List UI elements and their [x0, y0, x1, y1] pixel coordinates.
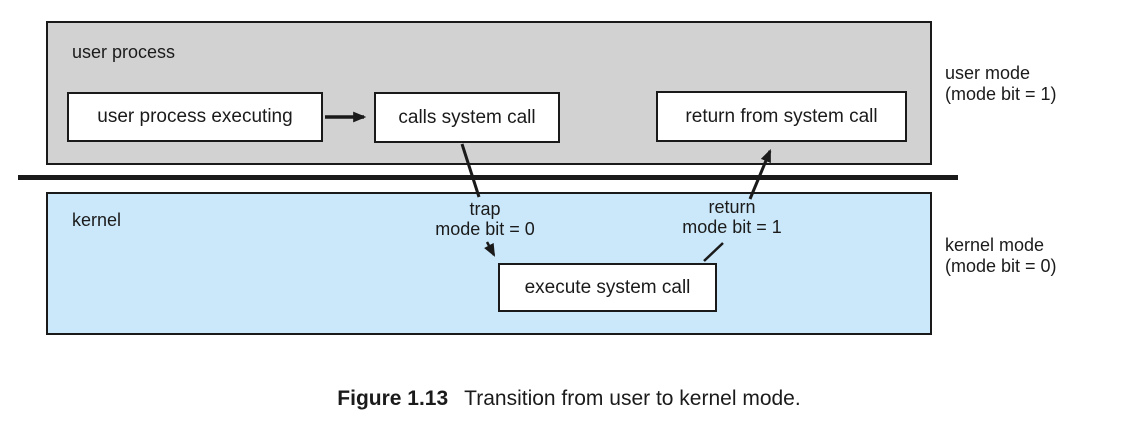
user-mode-label-line2: (mode bit = 1) — [945, 84, 1057, 104]
kernel-mode-label: kernel mode (mode bit = 0) — [945, 235, 1057, 277]
figure-caption-number: Figure 1.13 — [337, 387, 449, 410]
user-mode-label-line1: user mode — [945, 63, 1031, 83]
trap-label-line1: trap — [469, 199, 501, 219]
figure-caption-text: Transition from user to kernel mode. — [464, 387, 801, 410]
kernel-region — [46, 192, 932, 335]
trap-label: trap mode bit = 0 — [385, 199, 585, 239]
box-calls-system-call-label: calls system call — [398, 106, 536, 128]
user-process-region-label: user process — [72, 42, 176, 62]
kernel-region-label: kernel — [72, 210, 122, 230]
mode-separator-line — [18, 175, 958, 180]
box-user-process-executing-label: user process executing — [97, 106, 293, 127]
box-return-from-system-call: return from system call — [656, 91, 907, 142]
box-calls-system-call: calls system call — [374, 92, 560, 143]
trap-label-line2: mode bit = 0 — [435, 219, 535, 239]
return-label: return mode bit = 1 — [632, 197, 832, 237]
return-label-line2: mode bit = 1 — [682, 217, 782, 237]
figure-caption: Figure 1.13 Transition from user to kerne… — [0, 386, 1138, 412]
box-return-from-system-call-label: return from system call — [685, 105, 878, 127]
box-execute-system-call: execute system call — [498, 263, 717, 312]
kernel-mode-label-line2: (mode bit = 0) — [945, 256, 1057, 276]
kernel-mode-label-line1: kernel mode — [945, 235, 1045, 255]
user-mode-label: user mode (mode bit = 1) — [945, 63, 1057, 105]
return-label-line1: return — [708, 197, 756, 217]
box-user-process-executing: user process executing — [67, 92, 323, 142]
box-execute-system-call-label: execute system call — [524, 276, 691, 298]
